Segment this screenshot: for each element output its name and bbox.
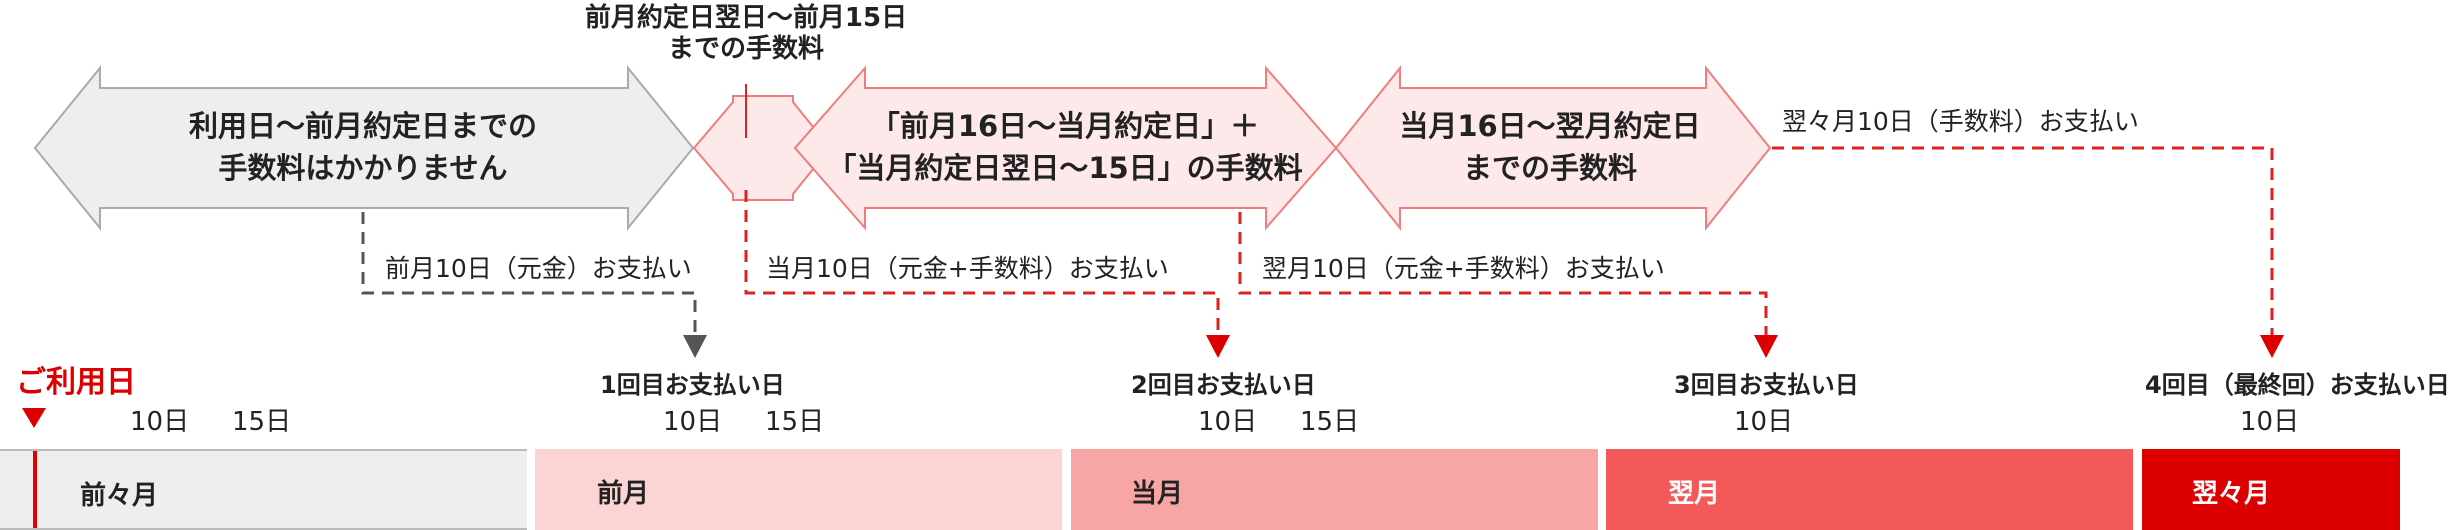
month-band-5: 翌々月 bbox=[2142, 449, 2400, 530]
flow-3-arrowhead bbox=[1754, 335, 1778, 358]
month-band-4: 翌月 bbox=[1606, 449, 2133, 530]
flow-1-arrowhead bbox=[683, 335, 707, 358]
usage-day-line bbox=[33, 451, 37, 528]
day-15-m1: 15日 bbox=[232, 407, 292, 437]
right-fee-arrow bbox=[1334, 65, 1772, 231]
day-10-m5: 10日 bbox=[2240, 407, 2300, 437]
right-arrow-text-line2: までの手数料 bbox=[1462, 151, 1638, 185]
month-band-2: 前月 bbox=[535, 449, 1062, 530]
day-10-m2: 10日 bbox=[663, 407, 723, 437]
flow-4-line bbox=[1772, 146, 2274, 335]
flow-3-line bbox=[1238, 212, 1768, 335]
right-arrow-text-line1: 当月16日～翌月約定日 bbox=[1399, 109, 1701, 143]
flow-3-label: 翌月10日（元金+手数料）お支払い bbox=[1262, 254, 1665, 283]
month-label-2: 前月 bbox=[597, 479, 650, 509]
payment-4-label: 4回目（最終回）お支払い日 bbox=[2145, 371, 2450, 399]
usage-day-marker bbox=[22, 408, 46, 428]
top-note-line2: までの手数料 bbox=[667, 34, 825, 64]
usage-day-label: ご利用日 bbox=[16, 365, 136, 400]
day-10-m4: 10日 bbox=[1734, 407, 1794, 437]
gray-arrow-text-line2: 手数料はかかりません bbox=[218, 151, 508, 185]
flow-2-line bbox=[744, 190, 1220, 335]
day-15-m2: 15日 bbox=[765, 407, 825, 437]
month-band-1: 前々月 bbox=[0, 449, 527, 530]
day-15-m3: 15日 bbox=[1300, 407, 1360, 437]
month-label-3: 当月 bbox=[1131, 479, 1184, 509]
payment-1-label: 1回目お支払い日 bbox=[600, 371, 785, 399]
flow-2-arrowhead bbox=[1206, 335, 1230, 358]
payment-2-label: 2回目お支払い日 bbox=[1131, 371, 1316, 399]
top-note-line1: 前月約定日翌日～前月15日 bbox=[584, 3, 908, 33]
flow-1-label: 前月10日（元金）お支払い bbox=[385, 254, 692, 283]
day-10-m1: 10日 bbox=[130, 407, 190, 437]
middle-arrow-text-line2: 「当月約定日翌日～15日」の手数料 bbox=[827, 151, 1303, 185]
payment-3-label: 3回目お支払い日 bbox=[1674, 371, 1859, 399]
diagram-shapes bbox=[22, 65, 2284, 428]
month-label-5: 翌々月 bbox=[2192, 479, 2271, 509]
flow-2-label: 当月10日（元金+手数料）お支払い bbox=[766, 254, 1169, 283]
middle-arrow-text-line1: 「前月16日～当月約定日」＋ bbox=[870, 109, 1260, 143]
flow-4-label: 翌々月10日（手数料）お支払い bbox=[1782, 107, 2139, 136]
day-10-m3: 10日 bbox=[1198, 407, 1258, 437]
month-label-4: 翌月 bbox=[1668, 479, 1721, 509]
month-band-3: 当月 bbox=[1071, 449, 1598, 530]
installment-fee-diagram: 前月約定日翌日～前月15日 までの手数料 利用日～前月約定日までの 手数料はかか… bbox=[0, 3, 2450, 530]
gray-arrow-text-line1: 利用日～前月約定日までの bbox=[188, 109, 538, 143]
flow-1-line bbox=[361, 212, 697, 335]
flow-4-arrowhead bbox=[2260, 335, 2284, 358]
month-label-1: 前々月 bbox=[80, 481, 159, 511]
